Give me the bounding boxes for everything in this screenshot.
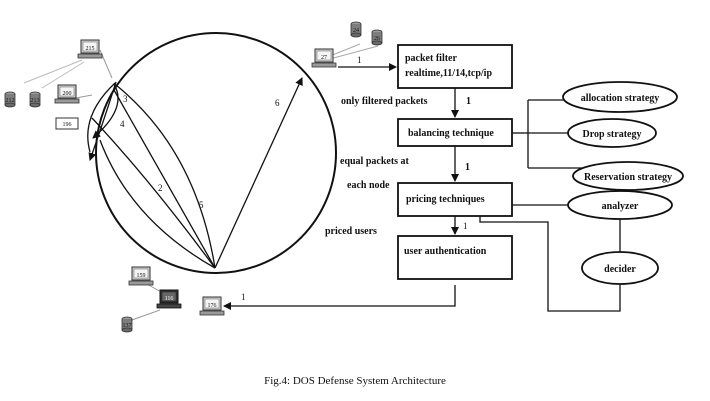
- svg-text:2: 2: [158, 183, 163, 193]
- svg-text:159: 159: [137, 273, 146, 279]
- svg-text:each node: each node: [347, 180, 390, 191]
- figure-caption: Fig.4: DOS Defense System Architecture: [264, 375, 446, 387]
- svg-text:Drop strategy: Drop strategy: [583, 129, 642, 140]
- svg-text:116: 116: [165, 296, 174, 302]
- svg-text:26: 26: [374, 36, 380, 42]
- svg-text:215: 215: [86, 46, 95, 52]
- svg-text:realtime,11/14,tcp/ip: realtime,11/14,tcp/ip: [405, 68, 492, 79]
- svg-text:137: 137: [123, 323, 132, 329]
- balancing-box: balancing technique: [397, 118, 513, 147]
- svg-text:allocation strategy: allocation strategy: [581, 93, 660, 104]
- node-116: 116: [156, 289, 182, 309]
- node-200: 200: [54, 84, 80, 104]
- network-circle: [95, 32, 337, 274]
- svg-text:3: 3: [123, 94, 128, 104]
- svg-text:balancing technique: balancing technique: [408, 128, 494, 139]
- circle-path-labels: 3 4 2 5 6: [120, 94, 280, 210]
- svg-text:27: 27: [321, 55, 327, 61]
- svg-text:1: 1: [357, 55, 362, 65]
- node-212: 212: [4, 91, 16, 108]
- strategy-connectors: [479, 99, 621, 312]
- packet-filter-box: packet filter realtime,11/14,tcp/ip: [397, 44, 513, 89]
- svg-text:200: 200: [63, 91, 72, 97]
- node-24: 24: [350, 21, 362, 38]
- node-27: 27: [311, 48, 337, 68]
- priced-users-label: priced users: [325, 226, 377, 237]
- node-159: 159: [128, 266, 154, 286]
- svg-text:4: 4: [120, 119, 125, 129]
- svg-text:decider: decider: [604, 264, 636, 275]
- svg-text:213: 213: [31, 98, 40, 104]
- svg-text:6: 6: [275, 98, 280, 108]
- svg-text:212: 212: [6, 98, 15, 104]
- svg-text:1: 1: [241, 292, 246, 302]
- svg-text:Reservation strategy: Reservation strategy: [584, 172, 672, 183]
- svg-text:176: 176: [208, 303, 217, 309]
- svg-text:5: 5: [199, 200, 204, 210]
- svg-text:1: 1: [465, 162, 470, 173]
- svg-text:24: 24: [353, 28, 359, 34]
- svg-text:pricing techniques: pricing techniques: [406, 194, 485, 205]
- drop-strategy-ellipse: Drop strategy: [567, 118, 657, 148]
- node-26: 26: [371, 29, 383, 46]
- node-213: 213: [29, 91, 41, 108]
- node-196: 196: [55, 117, 79, 130]
- node-137: 137: [121, 316, 133, 333]
- only-filtered-label: only filtered packets: [341, 96, 428, 107]
- allocation-strategy-ellipse: allocation strategy: [562, 81, 678, 113]
- svg-text:1: 1: [466, 96, 471, 107]
- svg-text:analyzer: analyzer: [602, 201, 639, 212]
- svg-text:equal packets at: equal packets at: [340, 156, 410, 167]
- svg-text:user authentication: user authentication: [404, 246, 487, 257]
- reservation-strategy-ellipse: Reservation strategy: [572, 161, 684, 191]
- circle-paths: [87, 77, 303, 269]
- svg-text:1: 1: [463, 221, 468, 231]
- analyzer-ellipse: analyzer: [567, 190, 673, 220]
- decider-ellipse: decider: [581, 251, 659, 285]
- pricing-box: pricing techniques: [397, 182, 513, 217]
- svg-text:196: 196: [63, 122, 72, 128]
- node-176: 176: [199, 296, 225, 316]
- node-215: 215: [77, 39, 103, 59]
- svg-text:packet filter: packet filter: [405, 53, 457, 64]
- user-auth-box: user authentication: [397, 235, 513, 280]
